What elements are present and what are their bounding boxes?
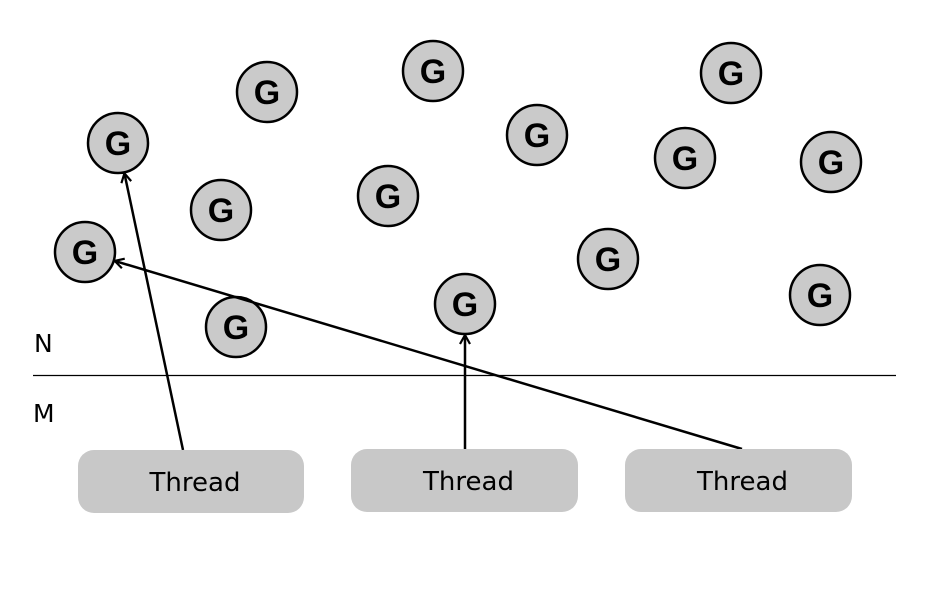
goroutine-node: G — [86, 111, 150, 175]
goroutine-node: G — [788, 263, 852, 327]
goroutine-circle — [401, 39, 465, 103]
thread-to-goroutine-arrow — [124, 173, 185, 451]
goroutine-circle — [799, 130, 863, 194]
m-label: M — [33, 399, 55, 428]
goroutine-node: G — [653, 126, 717, 190]
goroutine-label: G — [223, 309, 249, 347]
thread-box-1: Thread — [78, 450, 304, 513]
goroutine-circle — [86, 111, 150, 175]
thread-label: Thread — [149, 468, 241, 498]
thread-to-goroutine-arrow — [115, 261, 743, 451]
goroutine-node: G — [401, 39, 465, 103]
goroutine-group: G G G G G G G G G G G G G G — [53, 39, 863, 359]
thread-box-2: Thread — [351, 449, 578, 512]
goroutine-node: G — [799, 130, 863, 194]
goroutine-circle — [189, 178, 253, 242]
goroutine-circle — [699, 41, 763, 105]
goroutine-label: G — [452, 286, 478, 324]
goroutine-node: G — [505, 103, 569, 167]
goroutine-node: G — [433, 272, 497, 336]
n-label: N — [34, 329, 53, 358]
goroutine-label: G — [595, 241, 621, 279]
goroutine-circle — [235, 60, 299, 124]
thread-label: Thread — [422, 467, 514, 497]
thread-box-3: Thread — [625, 449, 852, 512]
thread-rect — [351, 449, 578, 512]
goroutine-label: G — [375, 178, 401, 216]
goroutine-node: G — [356, 164, 420, 228]
arrow-group — [115, 173, 743, 451]
goroutine-circle — [653, 126, 717, 190]
goroutine-circle — [356, 164, 420, 228]
goroutine-label: G — [420, 53, 446, 91]
goroutine-label: G — [818, 144, 844, 182]
goroutine-node: G — [53, 220, 117, 284]
goroutine-node: G — [699, 41, 763, 105]
goroutine-label: G — [672, 140, 698, 178]
thread-group: Thread Thread Thread — [78, 449, 852, 513]
goroutine-circle — [505, 103, 569, 167]
goroutine-label: G — [254, 74, 280, 112]
goroutine-circle — [788, 263, 852, 327]
goroutine-node: G — [576, 227, 640, 291]
goroutine-label: G — [807, 277, 833, 315]
goroutine-label: G — [105, 125, 131, 163]
goroutine-label: G — [208, 192, 234, 230]
goroutine-node: G — [204, 295, 268, 359]
goroutine-label: G — [718, 55, 744, 93]
goroutine-circle — [53, 220, 117, 284]
thread-label: Thread — [696, 467, 788, 497]
goroutine-circle — [576, 227, 640, 291]
thread-rect — [625, 449, 852, 512]
goroutine-label: G — [524, 117, 550, 155]
goroutine-label: G — [72, 234, 98, 272]
thread-rect — [78, 450, 304, 513]
goroutine-node: G — [235, 60, 299, 124]
goroutine-node: G — [189, 178, 253, 242]
